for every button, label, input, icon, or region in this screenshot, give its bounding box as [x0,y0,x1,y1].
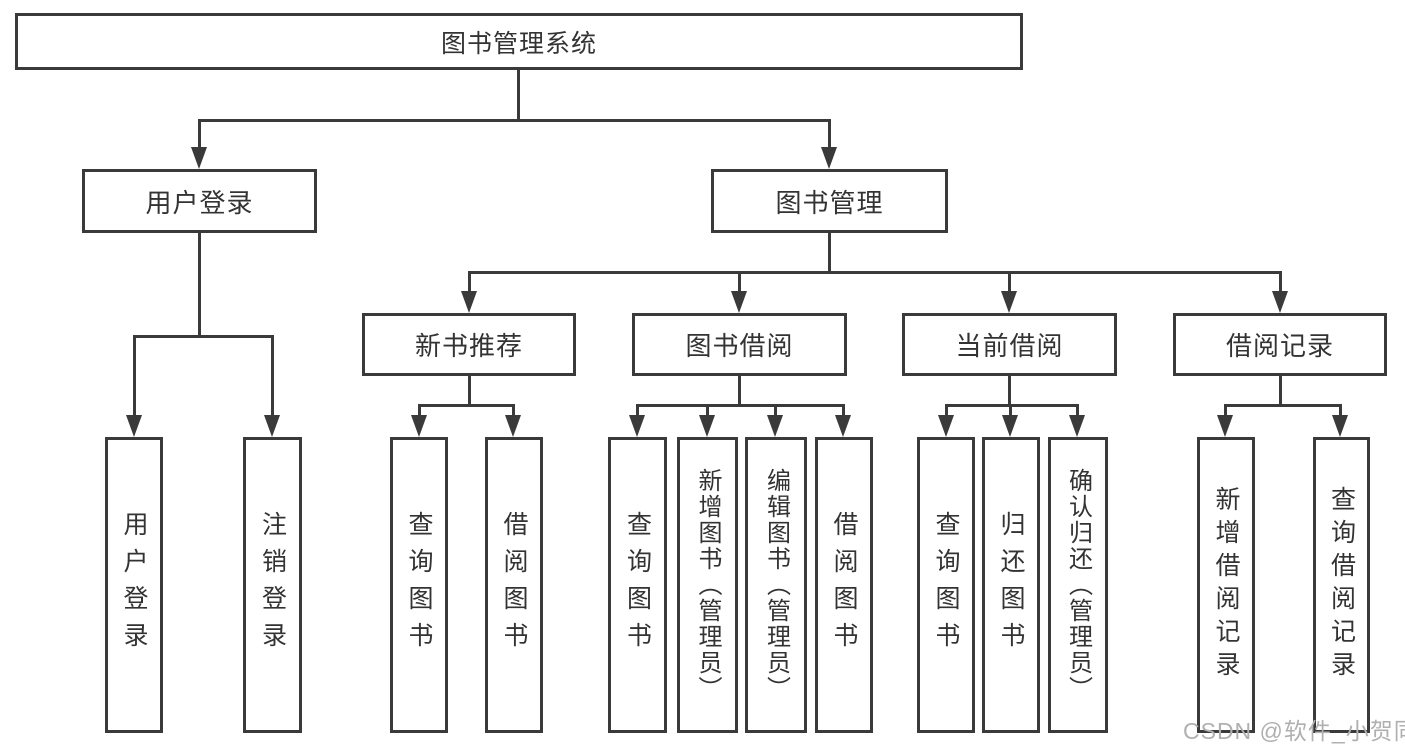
node-root: 图书管理系统 [15,13,1023,70]
arrowhead-current-borrow [1001,291,1017,313]
connector-stem-query-record [1339,404,1342,417]
node-borrow-record: 借阅记录 [1173,313,1387,376]
leaf-borrow-book-1: 借阅图书 [485,437,543,733]
connector-user-login-stem [198,233,201,338]
leaf-query-book-1: 查询图书 [390,437,448,733]
arrowhead-borrow-book-2 [835,415,851,437]
connector-stem-leaf-logout [271,335,274,417]
node-book-management: 图书管理 [711,169,948,233]
connector-stem-leaf-login [133,335,136,417]
arrowhead-query-record [1332,415,1348,437]
connector-book-mgmt-stem [828,233,831,274]
csdn-watermark: CSDN @软件_小贺同学 [1183,718,1405,744]
connector-book-mgmt-bar [468,271,1282,274]
arrowhead-query-book-1 [411,415,427,437]
arrowhead-query-book-2 [629,415,645,437]
arrowhead-confirm-return [1069,415,1085,437]
connector-borrow-record-bar [1224,404,1341,407]
node-current-borrow: 当前借阅 [902,313,1117,376]
connector-stem-borrow-book-1 [512,404,515,417]
leaf-user-login-label: 用户登录 [120,511,148,659]
leaf-return-book: 归还图书 [982,437,1040,733]
connector-new-book-rec-bar [418,404,515,407]
connector-stem-borrow-record [1279,271,1282,293]
connector-book-borrow-bar [636,404,845,407]
leaf-confirm-return-admin-label: 确认归还（管理员） [1064,468,1092,702]
connector-stem-confirm-return [1076,404,1079,417]
leaf-add-book-admin-label: 新增图书（管理员） [694,468,721,702]
leaf-edit-book-admin: 编辑图书（管理员） [745,437,807,733]
arrowhead-leaf-login [126,415,142,437]
leaf-borrow-book-1-label: 借阅图书 [500,511,528,659]
arrowhead-query-book-3 [938,415,954,437]
leaf-confirm-return-admin: 确认归还（管理员） [1048,437,1108,733]
connector-stem-new-book-rec [468,271,471,293]
node-book-borrow-label: 图书借阅 [685,331,794,361]
leaf-query-book-3-label: 查询图书 [932,511,960,659]
node-user-login-label: 用户登录 [145,187,254,218]
arrowhead-book-borrow [731,291,747,313]
connector-stem-query-book-1 [418,404,421,417]
leaf-borrow-book-2-label: 借阅图书 [830,511,858,659]
arrowhead-leaf-logout [264,415,280,437]
arrowhead-return-book [1002,415,1018,437]
leaf-query-borrow-record-label: 查询借阅记录 [1327,486,1356,684]
node-book-borrow: 图书借阅 [632,313,847,376]
arrowhead-book-mgmt [821,147,837,169]
connector-new-book-rec-stem [468,376,471,407]
leaf-add-borrow-record-label: 新增借阅记录 [1212,486,1240,684]
node-root-label: 图书管理系统 [440,29,597,58]
connector-stem-borrow-book-2 [842,404,845,417]
connector-stem-book-mgmt [828,119,831,149]
connector-stem-query-book-2 [636,404,639,417]
connector-borrow-record-stem [1279,376,1282,407]
node-book-management-label: 图书管理 [775,187,884,218]
arrowhead-add-book [699,415,715,437]
leaf-query-book-3: 查询图书 [917,437,975,733]
arrowhead-edit-book [767,415,783,437]
arrowhead-borrow-record [1272,291,1288,313]
leaf-logout-label: 注销登录 [258,511,287,659]
leaf-query-book-2-label: 查询图书 [623,511,652,659]
leaf-add-borrow-record: 新增借阅记录 [1197,437,1255,733]
node-borrow-record-label: 借阅记录 [1225,331,1334,361]
connector-stem-add-record [1224,404,1227,417]
leaf-query-book-2: 查询图书 [608,437,667,733]
leaf-edit-book-admin-label: 编辑图书（管理员） [762,468,790,702]
leaf-user-login: 用户登录 [105,437,163,733]
connector-root-stem [517,70,520,120]
leaf-query-borrow-record: 查询借阅记录 [1313,437,1370,733]
connector-stem-return-book [1009,404,1012,417]
leaf-logout: 注销登录 [243,437,302,733]
connector-user-login-bar [133,335,274,338]
leaf-query-book-1-label: 查询图书 [405,511,433,659]
arrowhead-new-book-rec [461,291,477,313]
connector-stem-edit-book [774,404,777,417]
connector-stem-current-borrow [1008,271,1011,293]
leaf-return-book-label: 归还图书 [997,511,1025,659]
connector-stem-add-book [706,404,709,417]
connector-stem-query-book-3 [945,404,948,417]
node-new-book-recommend: 新书推荐 [362,313,576,376]
connector-book-borrow-stem [738,376,741,407]
node-user-login: 用户登录 [82,169,317,233]
node-new-book-recommend-label: 新书推荐 [414,331,523,361]
leaf-add-book-admin: 新增图书（管理员） [677,437,738,733]
leaf-borrow-book-2: 借阅图书 [815,437,873,733]
connector-stem-user-login [198,119,201,149]
connector-stem-book-borrow [738,271,741,293]
connector-current-borrow-stem [1008,376,1011,407]
node-current-borrow-label: 当前借阅 [955,331,1064,361]
arrowhead-add-record [1217,415,1233,437]
arrowhead-user-login [191,147,207,169]
arrowhead-borrow-book-1 [505,415,521,437]
connector-root-bar [198,119,831,122]
